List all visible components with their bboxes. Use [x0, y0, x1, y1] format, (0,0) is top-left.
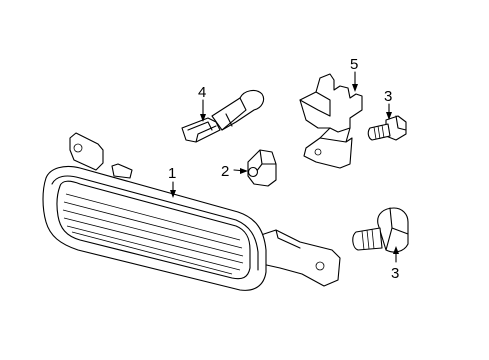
callout-2: 2 — [221, 163, 229, 180]
bulb-clip — [247, 149, 277, 187]
bolt-lower — [352, 207, 409, 253]
mounting-bracket — [299, 73, 363, 169]
callout-5: 5 — [350, 56, 358, 73]
callout-3-lower: 3 — [391, 265, 399, 282]
bolt-upper — [367, 115, 407, 141]
fog-lamp-assembly — [42, 132, 341, 291]
callout-1: 1 — [168, 165, 176, 182]
socket-harness — [181, 89, 265, 143]
callout-3-upper: 3 — [384, 88, 392, 105]
callout-4: 4 — [198, 84, 206, 101]
leader-lines — [170, 71, 399, 263]
